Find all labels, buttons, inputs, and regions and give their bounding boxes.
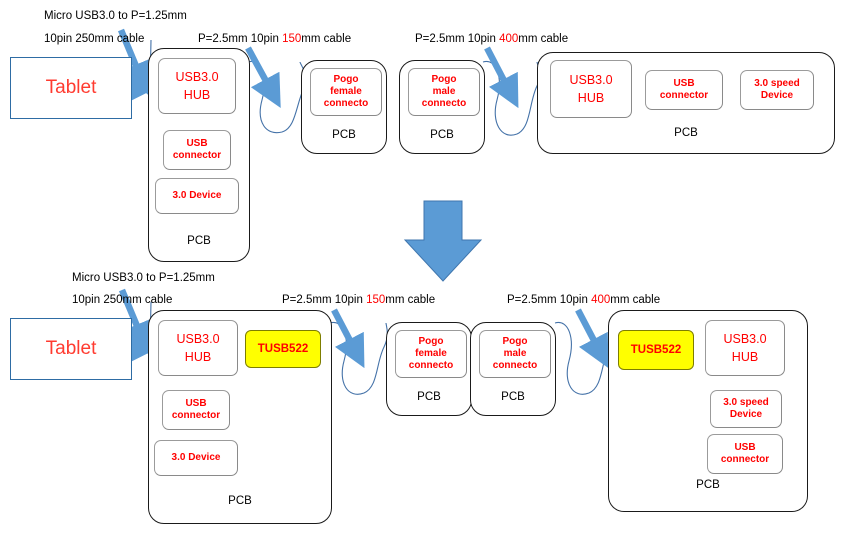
block-pogo-male-bottom[interactable]: Pogo male connecto (479, 330, 551, 378)
speed-dev-line1: 3.0 speed (723, 397, 769, 408)
pcb-label: PCB (696, 479, 720, 491)
usb-conn-line1: USB (186, 138, 208, 149)
caption-150-post: mm cable (385, 294, 436, 306)
hub-line2: HUB (577, 91, 605, 105)
hub-line1: USB3.0 (175, 70, 219, 84)
tablet-box-top[interactable]: Tablet (10, 57, 132, 119)
block-usb3-hub-bottom-1[interactable]: USB3.0 HUB (158, 320, 238, 376)
pcb-label: PCB (501, 391, 525, 403)
caption-micro-usb-line2-bottom: 10pin 250mm cable (72, 294, 173, 306)
hub-line2: HUB (183, 88, 211, 102)
pogo-f-line3: connecto (408, 360, 454, 371)
caption-400-pre: P=2.5mm 10pin (507, 294, 592, 306)
hub-line1: USB3.0 (176, 332, 220, 346)
tusb522-label: TUSB522 (257, 343, 309, 355)
cable-400mm-bottom (554, 322, 613, 395)
caption-cable-150mm-bottom: P=2.5mm 10pin 150mm cable (282, 294, 435, 307)
block-usb3-hub-top-1[interactable]: USB3.0 HUB (158, 58, 236, 114)
pcb-label: PCB (417, 391, 441, 403)
block-usb3-hub-top-4[interactable]: USB3.0 HUB (550, 60, 632, 118)
device-label: 3.0 Device (171, 452, 221, 463)
caption-micro-usb-line2: 10pin 250mm cable (44, 33, 145, 45)
usb-conn-line2: connector (171, 410, 221, 421)
pogo-m-line3: connecto (492, 360, 538, 371)
speed-dev-line1: 3.0 speed (754, 78, 800, 89)
hub-line2: HUB (184, 350, 212, 364)
block-usb-connector-bottom-4[interactable]: USB connector (707, 434, 783, 474)
caption-400-value: 400 (591, 294, 611, 306)
pogo-m-line1: Pogo (502, 336, 528, 347)
tablet-label: Tablet (45, 338, 97, 359)
block-30-speed-device-top-4[interactable]: 3.0 speed Device (740, 70, 814, 110)
pogo-m-line3: connecto (421, 98, 467, 109)
block-tusb522-bottom-1[interactable]: TUSB522 (245, 330, 321, 368)
pogo-m-line2: male (432, 86, 456, 97)
tablet-box-bottom[interactable]: Tablet (10, 318, 132, 380)
speed-dev-line2: Device (760, 90, 794, 101)
usb-conn-line1: USB (673, 78, 695, 89)
hub-line2: HUB (731, 350, 759, 364)
cable-150mm-bottom (329, 322, 388, 395)
caption-cable-400mm-bottom: P=2.5mm 10pin 400mm cable (507, 294, 660, 307)
block-usb-connector-top-1[interactable]: USB connector (163, 130, 231, 170)
usb-conn-line2: connector (659, 90, 709, 101)
usb-conn-line1: USB (185, 398, 207, 409)
caption-cable-400mm-top: P=2.5mm 10pin 400mm cable (415, 33, 568, 46)
block-usb3-hub-bottom-4[interactable]: USB3.0 HUB (705, 320, 785, 376)
caption-400-value: 400 (499, 33, 519, 45)
pogo-m-line1: Pogo (431, 74, 457, 85)
pogo-f-line1: Pogo (418, 336, 444, 347)
caption-150-value: 150 (282, 33, 302, 45)
caption-micro-usb-line1-bottom: Micro USB3.0 to P=1.25mm (72, 272, 215, 284)
pogo-f-line2: female (415, 348, 447, 359)
caption-400-pre: P=2.5mm 10pin (415, 33, 500, 45)
pogo-f-line2: female (330, 86, 362, 97)
device-label: 3.0 Device (172, 190, 222, 201)
hub-line1: USB3.0 (569, 73, 613, 87)
caption-400-post: mm cable (518, 33, 569, 45)
block-30-device-top-1[interactable]: 3.0 Device (155, 178, 239, 214)
speed-dev-line2: Device (729, 409, 763, 420)
block-pogo-female-top[interactable]: Pogo female connecto (310, 68, 382, 116)
caption-400-post: mm cable (610, 294, 661, 306)
pogo-m-line2: male (503, 348, 527, 359)
caption-150-pre: P=2.5mm 10pin (198, 33, 283, 45)
block-tusb522-bottom-4[interactable]: TUSB522 (618, 330, 694, 370)
block-usb-connector-bottom-1[interactable]: USB connector (162, 390, 230, 430)
block-pogo-female-bottom[interactable]: Pogo female connecto (395, 330, 467, 378)
pcb-label: PCB (674, 127, 698, 139)
tusb522-label: TUSB522 (630, 344, 682, 356)
cable-150mm-top (247, 61, 307, 134)
caption-150-value: 150 (366, 294, 386, 306)
block-pogo-male-top[interactable]: Pogo male connecto (408, 68, 480, 116)
hub-line1: USB3.0 (723, 332, 767, 346)
pcb-label: PCB (332, 129, 356, 141)
pcb-label: PCB (430, 129, 454, 141)
caption-150-pre: P=2.5mm 10pin (282, 294, 367, 306)
block-30-speed-device-bottom-4[interactable]: 3.0 speed Device (710, 390, 782, 428)
down-arrow-icon (403, 200, 483, 282)
usb-conn-line1: USB (734, 442, 756, 453)
pcb-label: PCB (187, 235, 211, 247)
caption-micro-usb-line1: Micro USB3.0 to P=1.25mm (44, 10, 187, 22)
block-30-device-bottom-1[interactable]: 3.0 Device (154, 440, 238, 476)
tablet-label: Tablet (45, 77, 97, 98)
usb-conn-line2: connector (172, 150, 222, 161)
caption-150-post: mm cable (301, 33, 352, 45)
block-usb-connector-top-4[interactable]: USB connector (645, 70, 723, 110)
pogo-f-line3: connecto (323, 98, 369, 109)
pogo-f-line1: Pogo (333, 74, 359, 85)
caption-cable-150mm-top: P=2.5mm 10pin 150mm cable (198, 33, 351, 46)
cable-400mm-top (482, 61, 541, 136)
usb-conn-line2: connector (720, 454, 770, 465)
pcb-label: PCB (228, 495, 252, 507)
